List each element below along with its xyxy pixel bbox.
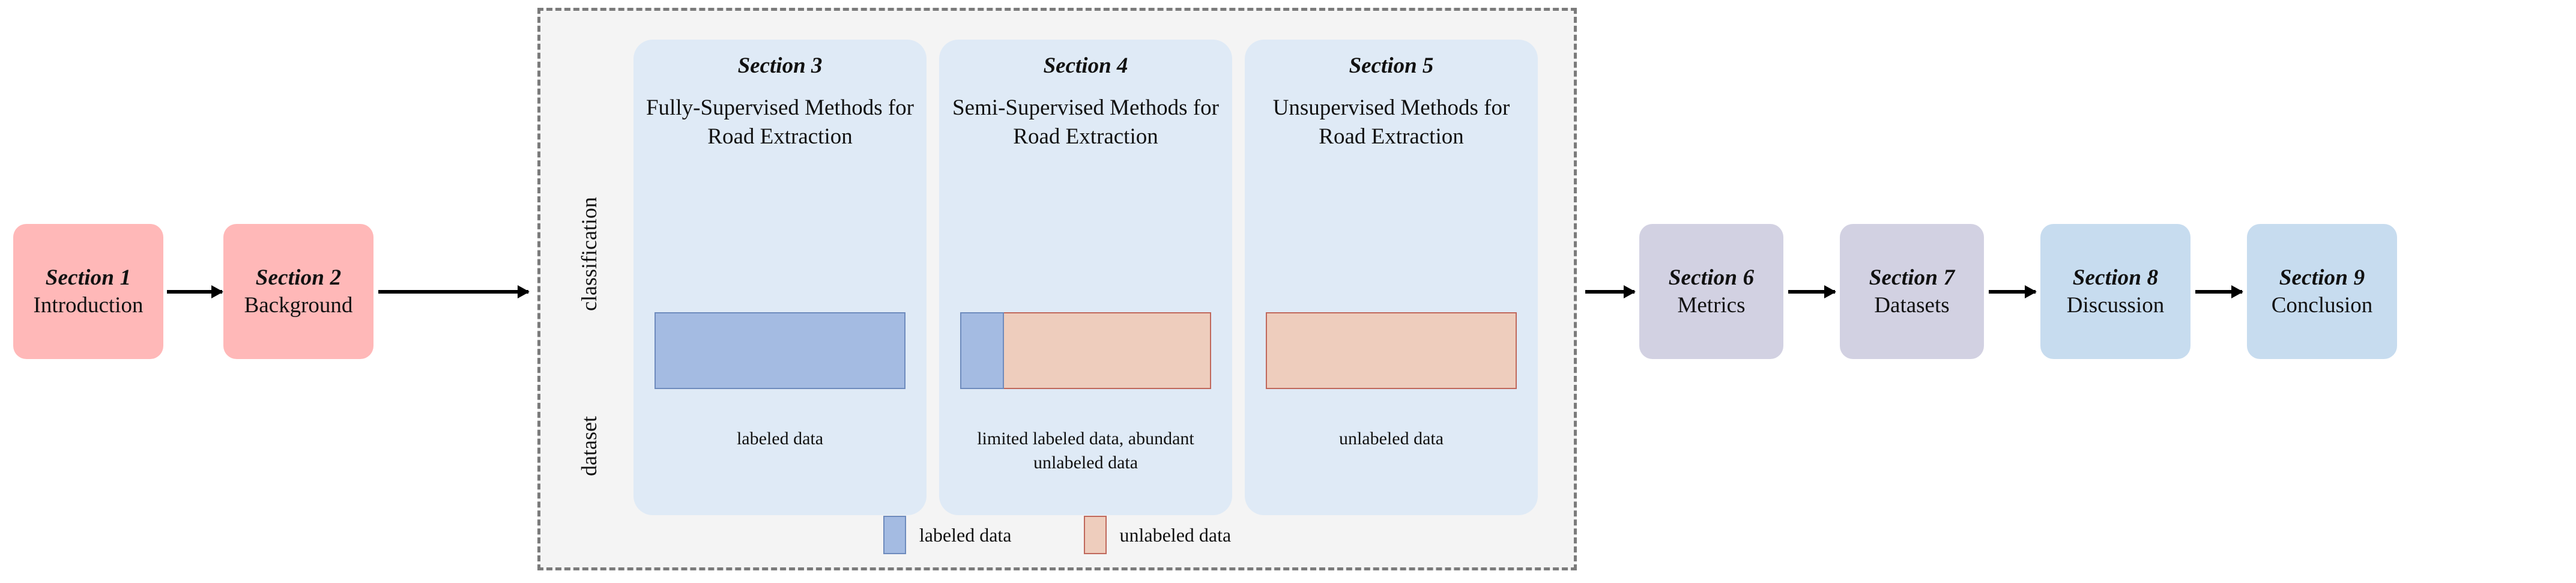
section-1-label: Section 1: [45, 265, 132, 290]
arrow-2-to-panel: [378, 290, 528, 294]
card-section-5[interactable]: Section 5 Unsupervised Methods for Road …: [1245, 40, 1538, 515]
arrow-6-to-7: [1788, 290, 1835, 294]
bar-segment-unlabeled: [1266, 312, 1517, 389]
arrow-8-to-9: [2195, 290, 2242, 294]
card-4-bar: [960, 312, 1211, 389]
legend: labeled data unlabeled data: [540, 516, 1574, 554]
section-1-name: Introduction: [33, 293, 144, 318]
section-9-name: Conclusion: [2271, 293, 2373, 318]
card-4-title: Section 4: [1043, 53, 1128, 78]
legend-swatch-labeled-icon: [883, 516, 906, 554]
card-4-caption: limited labeled data, abundant unlabeled…: [977, 429, 1194, 473]
axis-label-dataset: dataset: [577, 416, 601, 476]
card-4-description: Semi-Supervised Methods for Road Extract…: [952, 95, 1219, 150]
section-8-label: Section 8: [2072, 265, 2159, 290]
axis-label-classification: classification: [577, 197, 601, 311]
card-5-caption: unlabeled data: [1338, 429, 1444, 449]
section-6-label: Section 6: [1668, 265, 1755, 290]
section-7-box[interactable]: Section 7 Datasets: [1840, 224, 1984, 359]
bar-segment-labeled: [655, 312, 906, 389]
arrow-1-to-2: [167, 290, 222, 294]
arrow-7-to-8: [1989, 290, 2036, 294]
legend-label-labeled: labeled data: [919, 524, 1012, 546]
section-2-label: Section 2: [255, 265, 342, 290]
card-5-bar: [1266, 312, 1517, 389]
section-6-name: Metrics: [1677, 293, 1746, 318]
classification-panel: classification dataset Section 3 Fully-S…: [537, 8, 1577, 570]
section-2-box[interactable]: Section 2 Background: [223, 224, 373, 359]
legend-item-unlabeled: unlabeled data: [1083, 516, 1232, 554]
legend-item-labeled: labeled data: [883, 516, 1012, 554]
bar-segment-labeled: [960, 312, 1005, 389]
card-section-3[interactable]: Section 3 Fully-Supervised Methods for R…: [633, 40, 927, 515]
card-3-bar: [655, 312, 906, 389]
section-6-box[interactable]: Section 6 Metrics: [1639, 224, 1783, 359]
card-3-title: Section 3: [737, 53, 823, 78]
card-3-caption: labeled data: [736, 429, 824, 449]
legend-label-unlabeled: unlabeled data: [1119, 524, 1232, 546]
section-7-label: Section 7: [1869, 265, 1955, 290]
card-3-description: Fully-Supervised Methods for Road Extrac…: [646, 95, 915, 150]
card-section-4[interactable]: Section 4 Semi-Supervised Methods for Ro…: [939, 40, 1232, 515]
bar-segment-unlabeled: [1004, 312, 1211, 389]
section-9-label: Section 9: [2279, 265, 2365, 290]
arrow-panel-to-6: [1585, 290, 1634, 294]
section-8-box[interactable]: Section 8 Discussion: [2040, 224, 2191, 359]
legend-swatch-unlabeled-icon: [1083, 516, 1107, 554]
card-5-description: Unsupervised Methods for Road Extraction: [1272, 95, 1510, 150]
section-7-name: Datasets: [1874, 293, 1950, 318]
section-9-box[interactable]: Section 9 Conclusion: [2247, 224, 2397, 359]
section-2-name: Background: [244, 293, 353, 318]
card-5-title: Section 5: [1349, 53, 1434, 78]
section-1-box[interactable]: Section 1 Introduction: [13, 224, 163, 359]
section-8-name: Discussion: [2066, 293, 2165, 318]
